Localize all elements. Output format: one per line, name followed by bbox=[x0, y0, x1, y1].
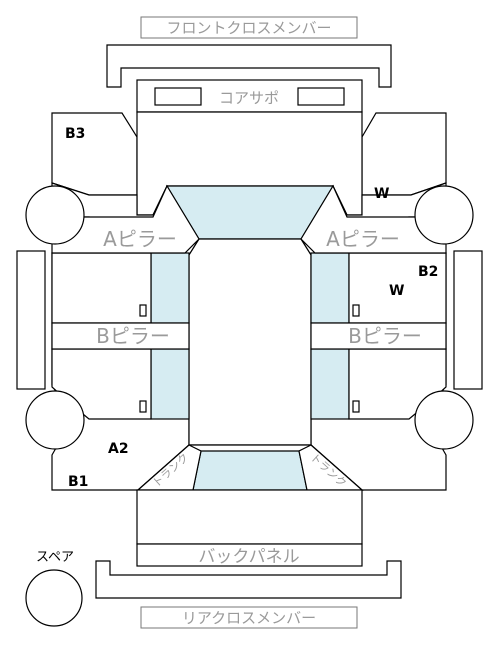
a-pillar-left[interactable]: Aピラー bbox=[51, 184, 200, 254]
left-rear-door-handle bbox=[139, 400, 147, 413]
left-front-door-handle bbox=[139, 304, 147, 317]
rear-cross-member[interactable]: リアクロスメンバー bbox=[140, 606, 358, 629]
left-rocker-panel[interactable] bbox=[16, 250, 46, 390]
cabin-floor bbox=[188, 238, 312, 446]
left-rear-window[interactable] bbox=[150, 348, 190, 420]
front-bumper-bracket bbox=[106, 44, 392, 88]
b-pillar-left-label: Bピラー bbox=[96, 324, 170, 348]
right-rocker-panel[interactable] bbox=[453, 250, 483, 390]
right-front-apron[interactable] bbox=[361, 112, 447, 196]
rear-cross-member-label: リアクロスメンバー bbox=[182, 609, 316, 627]
right-rear-window[interactable] bbox=[310, 348, 350, 420]
spare-label: スペア bbox=[36, 550, 74, 565]
front-cross-member-label: フロントクロスメンバー bbox=[166, 19, 331, 37]
right-rear-door-handle bbox=[352, 400, 360, 413]
back-panel[interactable]: バックパネル bbox=[136, 543, 363, 567]
front-right-wheel[interactable] bbox=[414, 185, 474, 245]
left-front-door[interactable] bbox=[51, 252, 152, 324]
marker-w-top: W bbox=[374, 186, 389, 202]
b-pillar-right[interactable]: Bピラー bbox=[310, 322, 447, 350]
marker-b2: B2 bbox=[418, 264, 438, 280]
front-cross-member[interactable]: フロントクロスメンバー bbox=[140, 16, 358, 39]
core-support-label: コアサポ bbox=[219, 89, 279, 107]
right-front-window[interactable] bbox=[310, 252, 350, 324]
spare-tire[interactable]: スペア bbox=[25, 550, 83, 627]
marker-a2: A2 bbox=[108, 441, 129, 457]
right-front-door-handle bbox=[352, 304, 360, 317]
a-pillar-left-label: Aピラー bbox=[103, 227, 177, 251]
rear-left-wheel[interactable] bbox=[25, 390, 85, 450]
core-support[interactable]: コアサポ bbox=[136, 79, 363, 113]
marker-b1: B1 bbox=[68, 474, 88, 490]
rear-window[interactable] bbox=[192, 450, 308, 491]
right-headlight-slot bbox=[297, 87, 345, 106]
marker-b3: B3 bbox=[65, 126, 85, 142]
front-left-wheel[interactable] bbox=[25, 185, 85, 245]
b-pillar-right-label: Bピラー bbox=[348, 324, 422, 348]
rear-bumper-bracket bbox=[95, 560, 402, 599]
b-pillar-left[interactable]: Bピラー bbox=[51, 322, 190, 350]
left-headlight-slot bbox=[154, 87, 202, 106]
marker-w-right: W bbox=[389, 283, 404, 299]
trunk-floor bbox=[136, 489, 363, 545]
a-pillar-right-label: Aピラー bbox=[326, 227, 400, 251]
rear-right-wheel[interactable] bbox=[414, 390, 474, 450]
back-panel-label: バックパネル bbox=[198, 547, 299, 567]
left-front-window[interactable] bbox=[150, 252, 190, 324]
a-pillar-right[interactable]: Aピラー bbox=[300, 184, 447, 254]
